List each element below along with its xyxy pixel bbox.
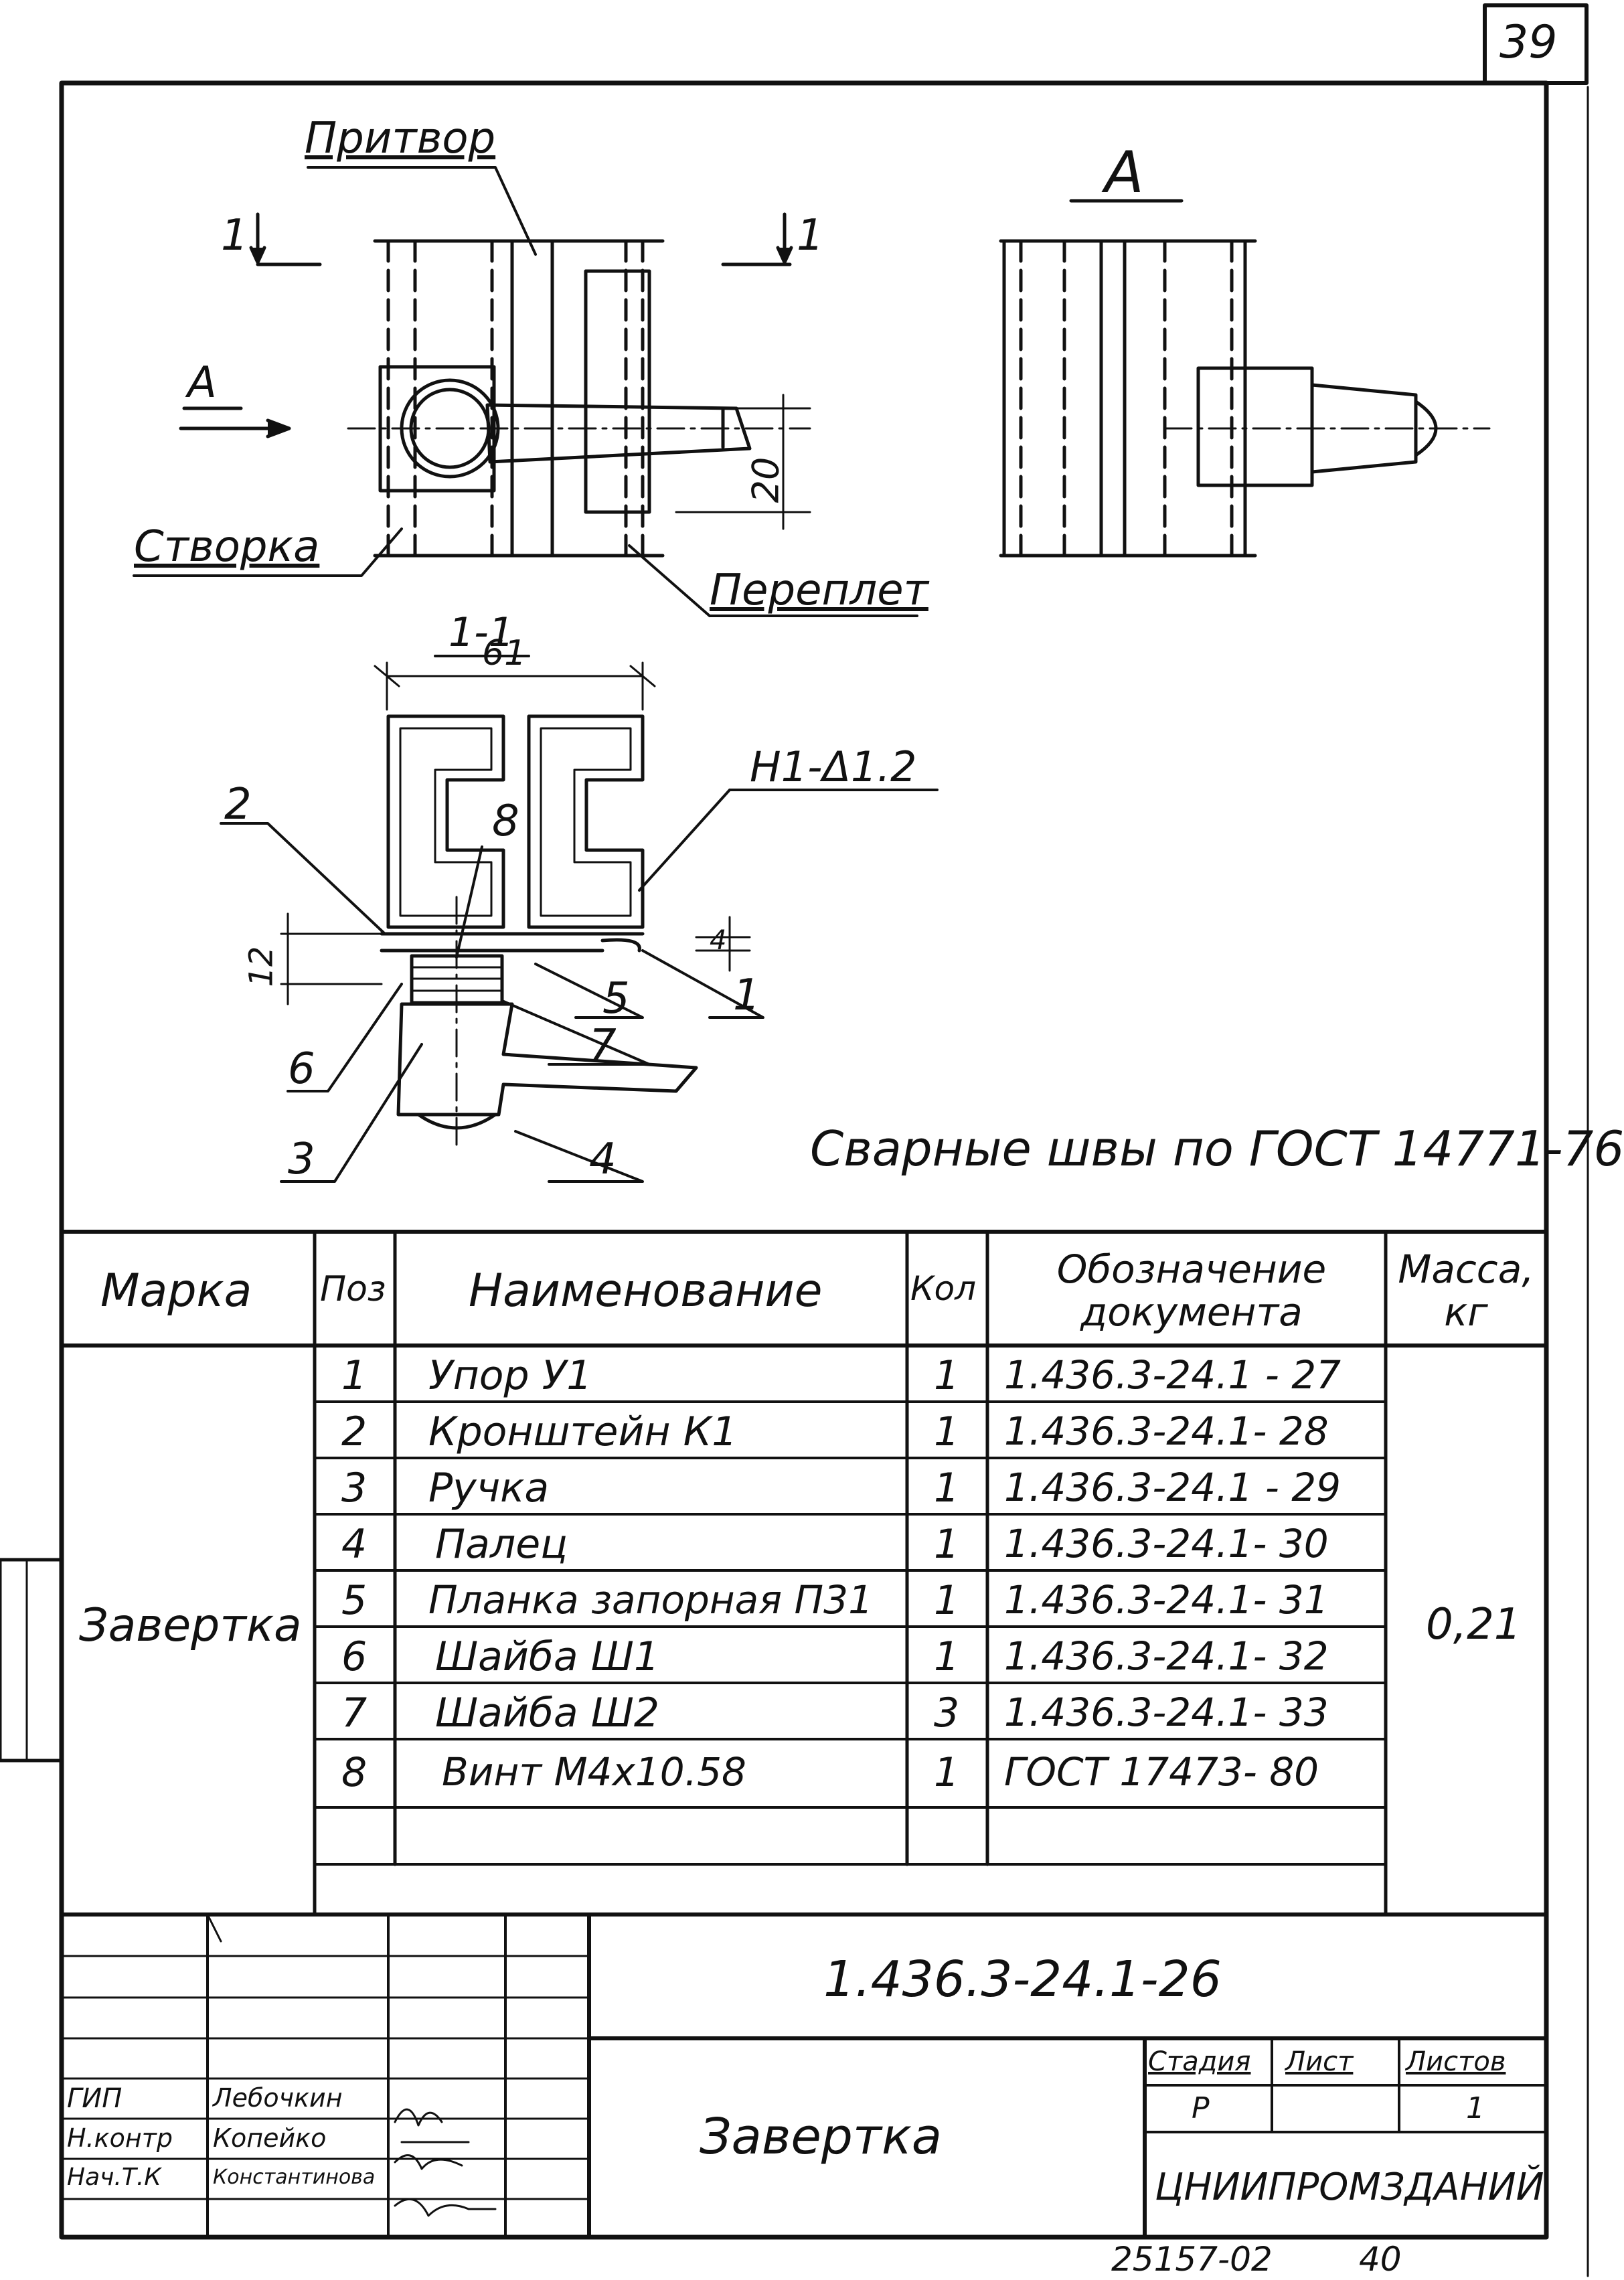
row-poz: 2 — [341, 1408, 368, 1455]
section-mark-left: 1 — [221, 211, 248, 260]
mass-value: 0,21 — [1426, 1600, 1522, 1649]
section-title: 1-1 — [449, 609, 514, 656]
label-stvorka: Створка — [134, 522, 320, 572]
callout-5: 5 — [602, 974, 630, 1024]
archive-number: 25157-02 — [1111, 2240, 1273, 2279]
weld-note: Н1-Δ1.2 — [750, 742, 917, 791]
sheet-frame — [59, 80, 1549, 2240]
dim-61: 61 — [482, 633, 527, 673]
callout-2: 2 — [224, 780, 252, 829]
marka-value: Завертка — [79, 1599, 302, 1652]
archive-page: 40 — [1359, 2240, 1402, 2279]
dim-4: 4 — [710, 925, 727, 956]
header-qty: Кол — [910, 1269, 977, 1308]
row-qty: 1 — [934, 1633, 960, 1680]
item-name: Завертка — [700, 2108, 943, 2166]
doc-code: 1.436.3-24.1-26 — [823, 1951, 1222, 2008]
row-qty: 1 — [934, 1749, 960, 1796]
row-poz: 5 — [341, 1577, 368, 1624]
plan-view — [133, 166, 918, 617]
row-name: Планка запорная П31 — [428, 1577, 873, 1623]
row-qty: 1 — [934, 1408, 960, 1455]
row-name: Палец — [435, 1521, 568, 1568]
title-block-grid — [60, 1912, 1548, 2239]
section-mark-right: 1 — [797, 211, 824, 260]
organization: ЦНИИПРОМЗДАНИЙ — [1155, 2166, 1544, 2209]
row-name: Упор У1 — [428, 1352, 592, 1399]
label-pereplet: Переплет — [710, 566, 928, 615]
row-qty: 1 — [934, 1352, 960, 1399]
row-doc: 1.436.3-24.1 - 29 — [1004, 1465, 1342, 1510]
row-doc: 1.436.3-24.1- 28 — [1004, 1408, 1329, 1454]
view-a-title: А — [1105, 139, 1144, 206]
callout-1: 1 — [733, 971, 760, 1020]
label-pritvor: Притвор — [305, 114, 496, 163]
view-a — [999, 199, 1491, 558]
row-doc: 1.436.3-24.1- 31 — [1004, 1577, 1329, 1623]
role-gip: ГИП — [67, 2083, 123, 2114]
arrow-a-label: А — [187, 358, 217, 408]
row-poz: 4 — [341, 1521, 368, 1568]
row-qty: 1 — [934, 1465, 960, 1512]
sheet-number-box — [1483, 3, 1589, 85]
header-poz: Поз — [320, 1269, 386, 1309]
row-poz: 1 — [341, 1352, 368, 1399]
row-doc: 1.436.3-24.1- 30 — [1004, 1521, 1329, 1566]
row-name: Шайба Ш1 — [435, 1633, 660, 1680]
binding-strip — [0, 1558, 64, 1763]
row-qty: 1 — [934, 1577, 960, 1624]
dim-20: 20 — [744, 457, 787, 503]
weld-standard-note: Сварные швы по ГОСТ 14771-76 — [810, 1121, 1624, 1177]
role-nachtk: Нач.Т.К — [67, 2164, 161, 2191]
row-name: Кронштейн К1 — [428, 1408, 738, 1455]
name-gip: Лебочкин — [213, 2083, 343, 2113]
row-name: Винт М4х10.58 — [442, 1749, 746, 1795]
row-poz: 3 — [341, 1465, 368, 1512]
row-poz: 6 — [341, 1633, 368, 1680]
header-name: Наименование — [469, 1265, 823, 1317]
callout-6: 6 — [288, 1044, 315, 1094]
row-name: Шайба Ш2 — [435, 1690, 660, 1736]
callout-3: 3 — [288, 1135, 315, 1184]
dim-12: 12 — [242, 946, 280, 987]
name-nkontr: Копейко — [213, 2123, 327, 2153]
stage-label: Стадия — [1148, 2046, 1251, 2077]
row-poz: 7 — [341, 1690, 368, 1736]
callout-8: 8 — [492, 797, 519, 846]
row-doc: 1.436.3-24.1 - 27 — [1004, 1352, 1342, 1398]
row-qty: 3 — [934, 1690, 960, 1736]
header-doc: Обозначение документа — [1056, 1246, 1327, 1335]
row-doc: 1.436.3-24.1- 33 — [1004, 1690, 1329, 1735]
stage-value: Р — [1192, 2091, 1210, 2125]
callout-4: 4 — [589, 1135, 617, 1184]
spec-table-grid — [60, 1230, 1548, 1917]
row-doc: 1.436.3-24.1- 32 — [1004, 1633, 1329, 1679]
sheets-value: 1 — [1466, 2091, 1485, 2125]
name-nachtk: Константинова — [213, 2166, 376, 2189]
sheets-label: Листов — [1406, 2046, 1506, 2077]
row-poz: 8 — [341, 1749, 368, 1796]
callout-7: 7 — [589, 1021, 617, 1070]
role-nkontr: Н.контр — [67, 2123, 173, 2153]
row-qty: 1 — [934, 1521, 960, 1568]
sheet-label: Лист — [1285, 2046, 1354, 2077]
header-mass: Масса, кг — [1398, 1246, 1534, 1335]
row-name: Ручка — [428, 1465, 550, 1512]
row-doc: ГОСТ 17473- 80 — [1004, 1749, 1319, 1795]
section-1-1 — [220, 655, 939, 1183]
signatures — [394, 2108, 497, 2217]
header-marka: Марка — [100, 1265, 252, 1317]
sheet-number: 39 — [1499, 16, 1558, 69]
